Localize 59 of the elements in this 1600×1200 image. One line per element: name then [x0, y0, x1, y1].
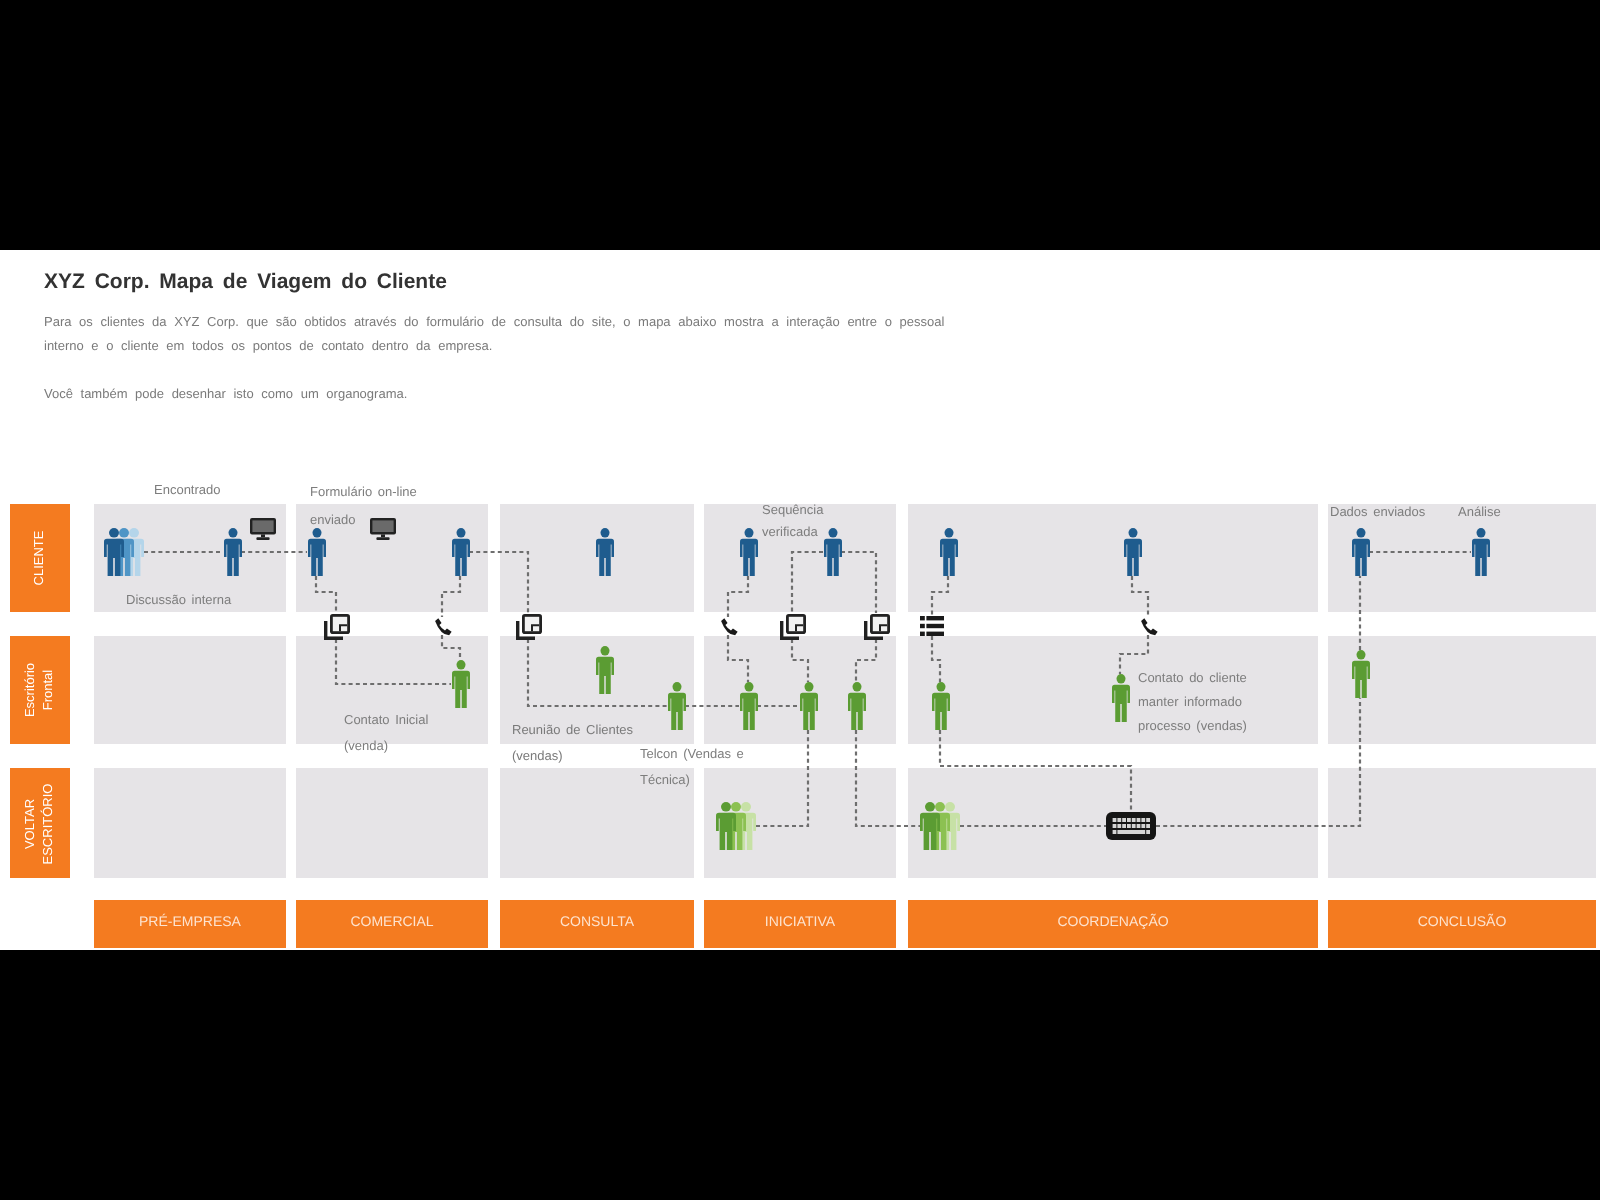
phone-icon: [719, 617, 737, 635]
person-icon: [451, 528, 469, 576]
person-icon: [939, 528, 957, 576]
dashed-connector: [314, 576, 338, 613]
person-icon: [823, 528, 841, 576]
dashed-connector: [1156, 698, 1362, 828]
person-icon: [667, 682, 685, 730]
person-icon: [1471, 528, 1489, 576]
dashed-connector: [841, 550, 878, 613]
diagram-title: XYZ Corp. Mapa de Viagem do Cliente: [44, 268, 447, 298]
keyboard-icon: [1106, 812, 1156, 840]
people-group-icon: [716, 802, 756, 850]
dashed-connector: [241, 550, 307, 554]
people-group-icon: [920, 802, 960, 850]
dashed-connector: [1358, 576, 1362, 650]
person-icon: [595, 646, 613, 694]
person-icon: [595, 528, 613, 576]
dashed-connector: [685, 704, 739, 708]
person-icon: [1123, 528, 1141, 576]
person-icon: [799, 682, 817, 730]
dashed-connector: [960, 824, 1106, 828]
dashed-connector: [526, 639, 667, 708]
person-icon: [451, 660, 469, 708]
person-icon: [931, 682, 949, 730]
dashed-connector: [1369, 550, 1471, 554]
dashed-connector: [1130, 576, 1150, 617]
dashed-connector: [726, 576, 750, 617]
dashed-connector: [930, 636, 942, 682]
document-icon: [515, 613, 541, 639]
dashed-connector: [334, 639, 451, 686]
phone-icon: [1139, 617, 1157, 635]
dashed-connector: [790, 550, 823, 613]
dashed-connector: [757, 704, 799, 708]
document-icon: [863, 613, 889, 639]
dashed-connector: [938, 730, 1133, 812]
person-icon: [739, 682, 757, 730]
people-group-icon: [104, 528, 144, 576]
dashed-connector: [790, 639, 810, 682]
person-icon: [1111, 674, 1129, 722]
dashed-connector: [930, 576, 950, 616]
dashed-connector: [726, 635, 750, 682]
document-icon: [323, 613, 349, 639]
phone-icon: [433, 617, 451, 635]
dashed-connector: [1118, 635, 1150, 674]
dashed-connector: [144, 550, 223, 554]
person-icon: [847, 682, 865, 730]
list-icon: [920, 616, 944, 636]
person-icon: [223, 528, 241, 576]
dashed-connector: [756, 730, 810, 828]
dashed-connector: [469, 550, 530, 613]
dashed-connector: [440, 576, 462, 617]
person-icon: [1351, 528, 1369, 576]
document-icon: [779, 613, 805, 639]
dashed-connector: [854, 639, 878, 682]
person-icon: [739, 528, 757, 576]
person-icon: [307, 528, 325, 576]
dashed-connector: [854, 730, 920, 828]
dashed-connector: [440, 635, 462, 660]
person-icon: [1351, 650, 1369, 698]
